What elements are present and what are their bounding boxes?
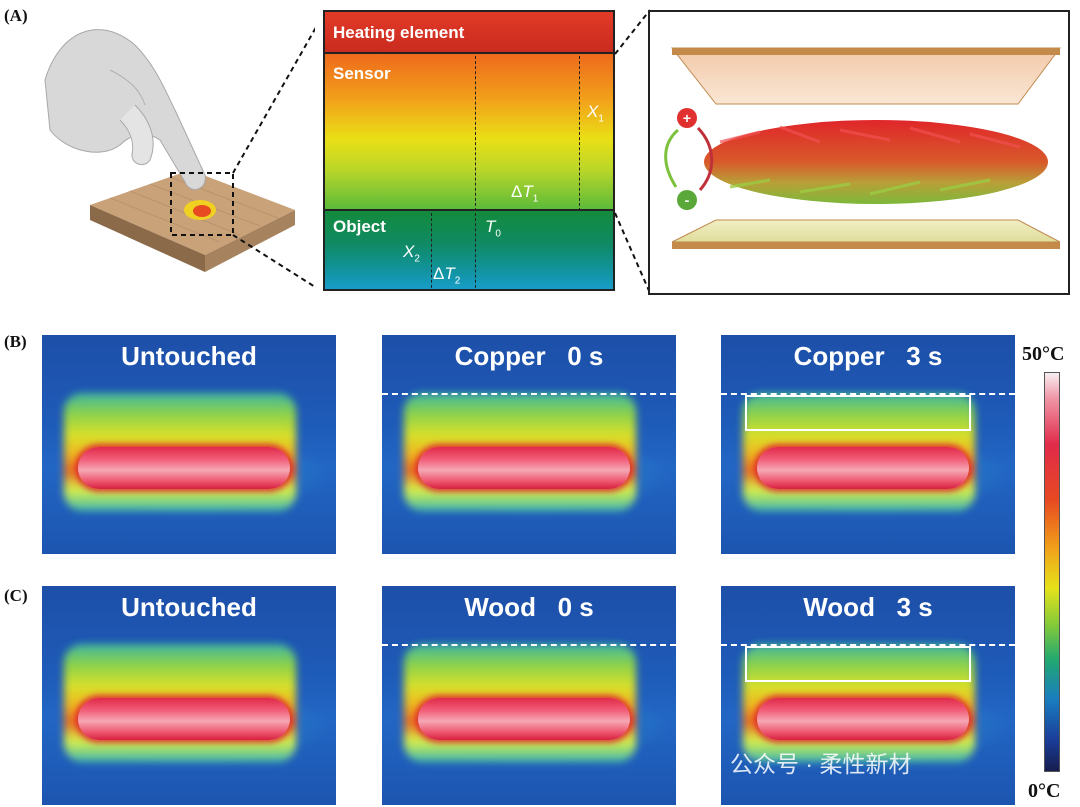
panel-label-b: (B) bbox=[4, 332, 27, 351]
reference-dashed-line bbox=[382, 393, 676, 395]
thermal-image-c-untouched: Untouched bbox=[42, 586, 336, 805]
temperature-colorbar bbox=[1044, 372, 1060, 772]
center-dashed-line-sensor bbox=[475, 56, 476, 211]
region-of-interest-box bbox=[745, 646, 971, 682]
heating-element-label: Heating element bbox=[333, 23, 465, 42]
thermal-image-c-wood-0s: Wood 0 s bbox=[382, 586, 676, 805]
thermal-title: Copper 0 s bbox=[454, 341, 604, 371]
t0-symbol: T0 bbox=[485, 217, 501, 240]
reference-dashed-line bbox=[382, 644, 676, 646]
x2-dashed-line bbox=[431, 213, 432, 289]
x1-symbol: X1 bbox=[587, 102, 604, 125]
thermal-title: Untouched bbox=[121, 341, 257, 371]
svg-text:+: + bbox=[683, 110, 691, 126]
x1-dashed-line bbox=[579, 56, 580, 211]
zoom-connector-lines bbox=[614, 9, 651, 294]
thermal-title: Wood 0 s bbox=[464, 592, 594, 622]
panel-label-a: (A) bbox=[4, 6, 28, 25]
watermark-text: 公众号 · 柔性新材 bbox=[730, 751, 912, 777]
delta-t1-symbol: ΔT1 bbox=[511, 182, 539, 205]
center-dashed-line-object bbox=[475, 213, 476, 289]
object-label: Object bbox=[333, 217, 386, 236]
delta-t2-symbol: ΔT2 bbox=[433, 264, 461, 287]
sensor-layer bbox=[325, 54, 613, 211]
colorbar-max-label: 50°C bbox=[1022, 343, 1065, 365]
thermal-image-b-untouched: Untouched bbox=[42, 335, 336, 554]
svg-text:-: - bbox=[685, 192, 690, 208]
object-layer bbox=[325, 211, 613, 289]
region-of-interest-box bbox=[745, 395, 971, 431]
thermal-title: Untouched bbox=[121, 592, 257, 622]
reference-dashed-line bbox=[721, 393, 1015, 395]
reference-dashed-line bbox=[721, 644, 1015, 646]
thermal-image-b-copper-0s: Copper 0 s bbox=[382, 335, 676, 554]
colorbar-min-label: 0°C bbox=[1028, 780, 1061, 802]
thermal-title: Wood 3 s bbox=[803, 592, 933, 622]
thermal-image-c-wood-3s: Wood 3 s bbox=[721, 586, 1015, 805]
x2-symbol: X2 bbox=[403, 242, 420, 265]
heating-element-layer bbox=[325, 12, 613, 54]
thermal-title: Copper 3 s bbox=[793, 341, 943, 371]
sensor-label: Sensor bbox=[333, 64, 391, 83]
thermal-image-b-copper-3s: Copper 3 s bbox=[721, 335, 1015, 554]
robot-hand-on-wood-illustration bbox=[44, 27, 315, 289]
sensor-material-illustration: + - bbox=[648, 10, 1070, 295]
heat-transfer-schematic: Heating element Sensor Object X1 ΔT1 T0 … bbox=[323, 10, 615, 291]
panel-label-c: (C) bbox=[4, 586, 28, 605]
